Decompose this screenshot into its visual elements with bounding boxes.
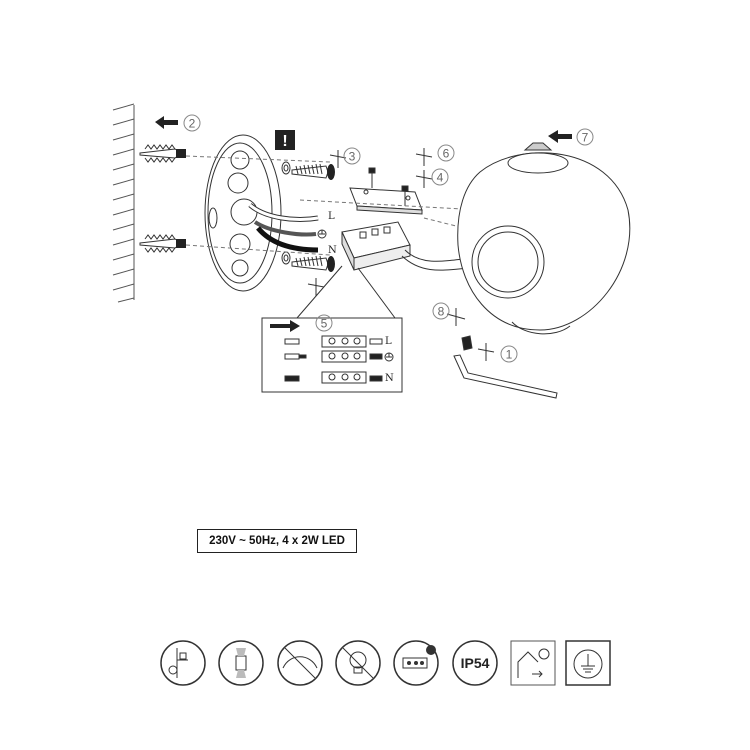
guide-lines bbox=[185, 155, 481, 256]
step-6-number: 6 bbox=[443, 147, 450, 161]
wall bbox=[112, 103, 135, 303]
wall-plug-lower bbox=[139, 234, 186, 253]
washer-lower bbox=[281, 251, 291, 265]
ip-rating-icon: IP54 bbox=[452, 640, 498, 686]
screwdriver-step-1 bbox=[477, 343, 518, 363]
grub-screw bbox=[461, 335, 473, 351]
step-8-number: 8 bbox=[438, 305, 445, 319]
wall-mount-icon bbox=[160, 640, 206, 686]
live-label: L bbox=[328, 211, 335, 222]
step-2-number: 2 bbox=[189, 117, 196, 131]
spec-label: 230V ~ 50Hz, 4 x 2W LED bbox=[197, 529, 357, 553]
neutral-label: N bbox=[328, 245, 337, 256]
symbol-legend: IP54 bbox=[158, 638, 613, 688]
step-3-number: 3 bbox=[349, 150, 356, 164]
warning-symbol: ! bbox=[275, 130, 295, 150]
no-dimmer-icon bbox=[277, 640, 323, 686]
screwdriver-step-3 bbox=[329, 147, 361, 168]
inset-neutral-label: N bbox=[385, 373, 394, 384]
wall-plug-upper bbox=[139, 144, 186, 163]
lamp-bracket bbox=[349, 187, 423, 215]
washer-upper bbox=[281, 161, 291, 175]
screwdriver-lower bbox=[307, 278, 325, 296]
wiring-connector-icon bbox=[393, 640, 439, 686]
inset-live-label: L bbox=[385, 336, 392, 347]
bracket-screws bbox=[368, 167, 409, 206]
ip-rating-text: IP54 bbox=[461, 655, 490, 671]
screw-lower bbox=[291, 255, 335, 272]
allen-key bbox=[453, 354, 558, 399]
light-distribution-icon bbox=[218, 640, 264, 686]
step-4-number: 4 bbox=[437, 171, 444, 185]
terminal-block bbox=[341, 221, 411, 271]
lamp-body bbox=[457, 142, 631, 335]
earth-symbol bbox=[317, 229, 327, 239]
screwdriver-step-4 bbox=[415, 168, 449, 188]
supply-cables bbox=[248, 203, 319, 253]
step-1-number: 1 bbox=[506, 348, 513, 362]
screwdriver-step-6 bbox=[415, 144, 455, 166]
step-7-arrow: 7 bbox=[548, 128, 594, 146]
step-7-number: 7 bbox=[582, 131, 589, 145]
screwdriver-step-8 bbox=[432, 302, 466, 326]
step-2-arrow: 2 bbox=[155, 114, 201, 132]
screw-upper bbox=[291, 163, 335, 180]
protective-earth-icon bbox=[565, 640, 611, 686]
step-5-number: 5 bbox=[321, 317, 328, 331]
house-and-bulb-icon bbox=[510, 640, 556, 686]
connection-detail-inset: 5 L N bbox=[261, 265, 403, 393]
svg-text:!: ! bbox=[282, 133, 287, 150]
no-bulb-replacement-icon bbox=[335, 640, 381, 686]
